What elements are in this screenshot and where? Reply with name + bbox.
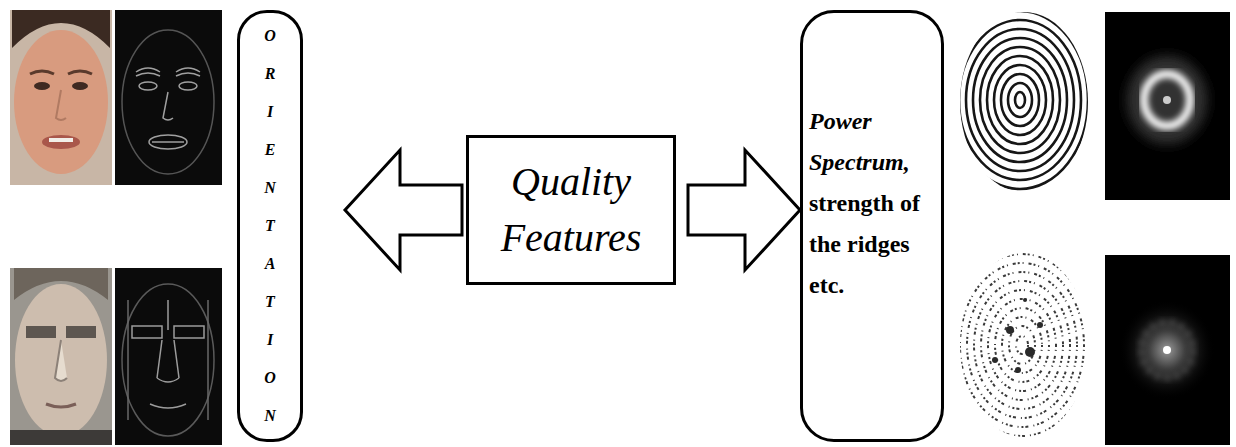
hair xyxy=(12,10,110,48)
smudge xyxy=(1006,326,1014,334)
ridge xyxy=(967,272,1077,418)
edge-outline xyxy=(122,30,214,174)
nose xyxy=(56,90,66,120)
ridge xyxy=(981,290,1063,400)
fingerprint-ground xyxy=(958,250,1090,442)
ridge xyxy=(1001,74,1039,126)
ridge xyxy=(974,281,1070,409)
hair xyxy=(14,268,108,300)
edge-mouth xyxy=(152,141,184,143)
spectrum-halo xyxy=(1127,56,1207,144)
face-skin xyxy=(15,284,107,436)
edge-eye xyxy=(139,82,157,90)
ridge xyxy=(988,299,1056,391)
smudge xyxy=(1015,367,1021,373)
ridge xyxy=(1015,92,1025,108)
face-edge-map xyxy=(115,10,222,185)
smudge xyxy=(1025,347,1035,357)
edge-ground xyxy=(115,268,222,445)
ridge xyxy=(952,11,1088,189)
power-spectrum-image xyxy=(1105,12,1230,200)
face-photo xyxy=(10,268,112,445)
process-box: Quality Features xyxy=(466,135,676,285)
block-arrow xyxy=(345,150,462,270)
smudge xyxy=(1037,322,1043,328)
spectrum-halo xyxy=(1119,300,1215,400)
spectrum-ring xyxy=(1141,322,1193,378)
ridge xyxy=(966,29,1074,171)
eye xyxy=(72,82,88,90)
edge-outline xyxy=(122,284,214,436)
edge-eye xyxy=(174,326,204,338)
fingerprint-image xyxy=(953,250,1091,442)
eye-shadow xyxy=(26,326,56,338)
ridge xyxy=(995,308,1049,382)
edge-brows xyxy=(136,73,200,76)
edge-brows xyxy=(136,68,200,72)
smudge xyxy=(992,357,998,363)
fingerprint-image xyxy=(945,2,1095,198)
edge-ground xyxy=(115,10,222,185)
spectrum-center xyxy=(1163,346,1171,354)
brow xyxy=(68,71,92,74)
ridge xyxy=(953,254,1091,436)
edge-mouth xyxy=(149,135,187,149)
box-label: Quality Features xyxy=(479,154,663,266)
smudge xyxy=(1023,298,1027,302)
teeth xyxy=(49,138,73,142)
ridge xyxy=(945,2,1095,198)
collar xyxy=(10,430,112,445)
power-spectrum-image xyxy=(1105,255,1230,445)
ridge xyxy=(1008,83,1032,117)
photo-ground xyxy=(10,10,112,185)
box-text: strength of the ridges etc. xyxy=(809,183,927,306)
spectrum-center xyxy=(1163,96,1171,104)
ridge xyxy=(973,38,1067,162)
box-label: Power Spectrum, xyxy=(809,101,927,183)
eye xyxy=(34,82,50,90)
edge-nose xyxy=(157,300,179,382)
rounded-box: ORIENTATION xyxy=(237,10,303,442)
edge-cheeks xyxy=(128,300,208,420)
spectrum-ring xyxy=(1144,74,1190,126)
ridge xyxy=(959,20,1081,180)
face-edge-map xyxy=(115,268,222,445)
rounded-box: Power Spectrum,strength of the ridges et… xyxy=(800,10,944,442)
eye-shadow xyxy=(66,326,96,338)
vertical-label: ORIENTATION xyxy=(264,17,277,435)
nose xyxy=(55,340,67,381)
ridge xyxy=(987,56,1053,144)
edge-nose xyxy=(163,92,173,120)
photo-ground xyxy=(10,268,112,445)
edge-eye xyxy=(179,82,197,90)
ridge xyxy=(994,65,1046,135)
spectrum-ground xyxy=(1105,255,1230,445)
fingerprint-ground xyxy=(958,10,1090,195)
ridge xyxy=(980,47,1060,153)
spectrum-ground xyxy=(1105,12,1230,200)
ridge xyxy=(960,263,1084,427)
face-photo xyxy=(10,10,112,185)
mouth xyxy=(46,404,76,407)
mouth xyxy=(42,135,80,149)
edge-eye xyxy=(132,326,162,338)
edge-mouth xyxy=(150,404,186,408)
block-arrow xyxy=(688,150,800,270)
brow xyxy=(30,71,54,74)
face-skin xyxy=(14,30,108,174)
ridge xyxy=(1002,317,1042,373)
